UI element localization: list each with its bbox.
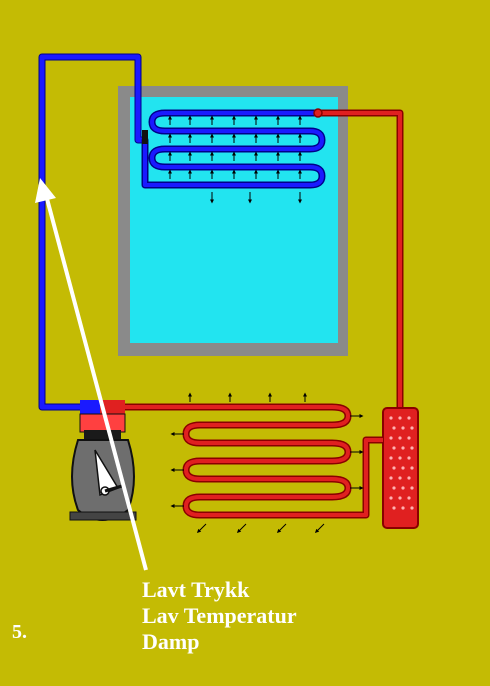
discharge-line (120, 403, 352, 447)
heat-arrow (196, 523, 207, 534)
dryer-granule (392, 446, 396, 450)
dryer-granule (410, 486, 414, 490)
heat-absorption-arrows (168, 115, 302, 204)
dryer-granule (407, 456, 411, 460)
heat-rejection-arrows (170, 392, 364, 534)
condenser-coil (182, 436, 383, 519)
dryer-granule (389, 476, 393, 480)
white-arrow-icon (35, 178, 148, 571)
suction-line (38, 53, 145, 411)
dryer-granule (410, 506, 414, 510)
dryer-granule (401, 426, 405, 430)
expansion-valve (313, 108, 323, 118)
dryer-granule (401, 506, 405, 510)
state-caption: Lavt Trykk Lav Temperatur Damp (142, 577, 297, 655)
dryer-granule (398, 416, 402, 420)
dryer-granule (407, 436, 411, 440)
dryer-granule (392, 426, 396, 430)
dryer-granule (407, 476, 411, 480)
receiver-dryer (382, 407, 419, 529)
dryer-granule (410, 426, 414, 430)
dryer-granule (389, 416, 393, 420)
dryer-granule (410, 466, 414, 470)
compressor-outlet (100, 400, 125, 416)
dryer-granule (398, 436, 402, 440)
capillary-junction (142, 130, 148, 144)
dryer-granule (410, 446, 414, 450)
dryer-granule (392, 506, 396, 510)
dryer-granule (401, 466, 405, 470)
dryer-granule (389, 436, 393, 440)
caption-line-pressure: Lavt Trykk (142, 577, 250, 602)
dryer-granule (392, 466, 396, 470)
dryer-granule (398, 476, 402, 480)
dryer-granule (407, 416, 411, 420)
dryer-granules (389, 416, 414, 510)
dryer-granule (398, 496, 402, 500)
dryer-granule (389, 456, 393, 460)
caption-line-state: Damp (142, 629, 200, 654)
dryer-granule (401, 486, 405, 490)
heat-arrow (314, 523, 325, 534)
dryer-granule (401, 446, 405, 450)
heat-arrow (276, 523, 287, 534)
heat-arrow (236, 523, 247, 534)
evaporator-coil (141, 109, 326, 189)
liquid-line (313, 108, 404, 410)
caption-line-temperature: Lav Temperatur (142, 603, 297, 628)
dryer-granule (389, 496, 393, 500)
dryer-granule (398, 456, 402, 460)
step-number: 5. (12, 621, 27, 643)
dryer-granule (392, 486, 396, 490)
dryer-granule (407, 496, 411, 500)
